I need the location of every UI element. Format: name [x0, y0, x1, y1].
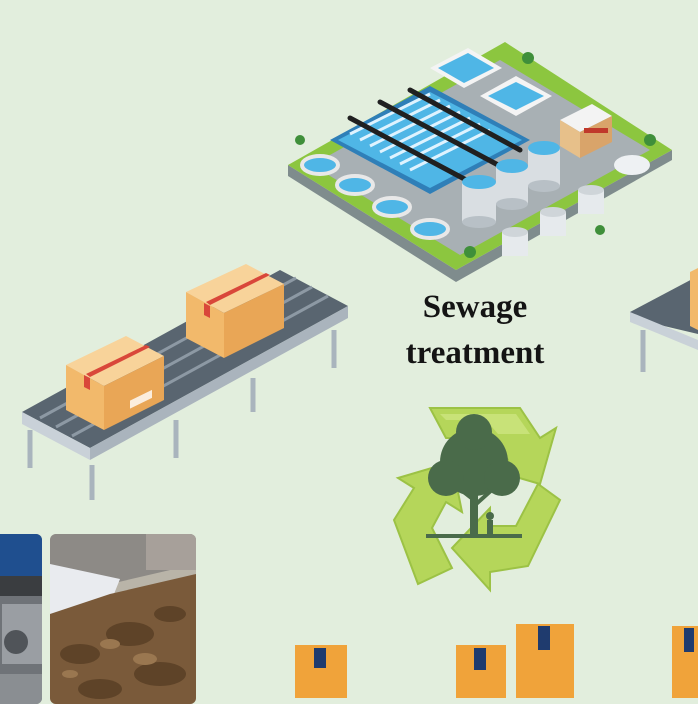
cardboard-box-1	[66, 336, 164, 430]
sludge-photo	[50, 534, 196, 704]
caption-line-1: Sewage	[422, 289, 528, 325]
orange-block-4	[672, 626, 698, 698]
cardboard-box-2	[186, 264, 284, 358]
tree-icon	[426, 414, 522, 538]
caption-line-2: treatment	[405, 335, 545, 371]
sewage-treatment-caption: Sewage treatment	[360, 284, 590, 376]
machine-photo	[0, 534, 42, 704]
orange-block-1	[295, 645, 347, 698]
sewage-plant-illustration	[288, 42, 672, 282]
orange-block-3	[516, 624, 574, 698]
orange-block-2	[456, 645, 506, 698]
conveyor-belt-right	[630, 268, 698, 372]
